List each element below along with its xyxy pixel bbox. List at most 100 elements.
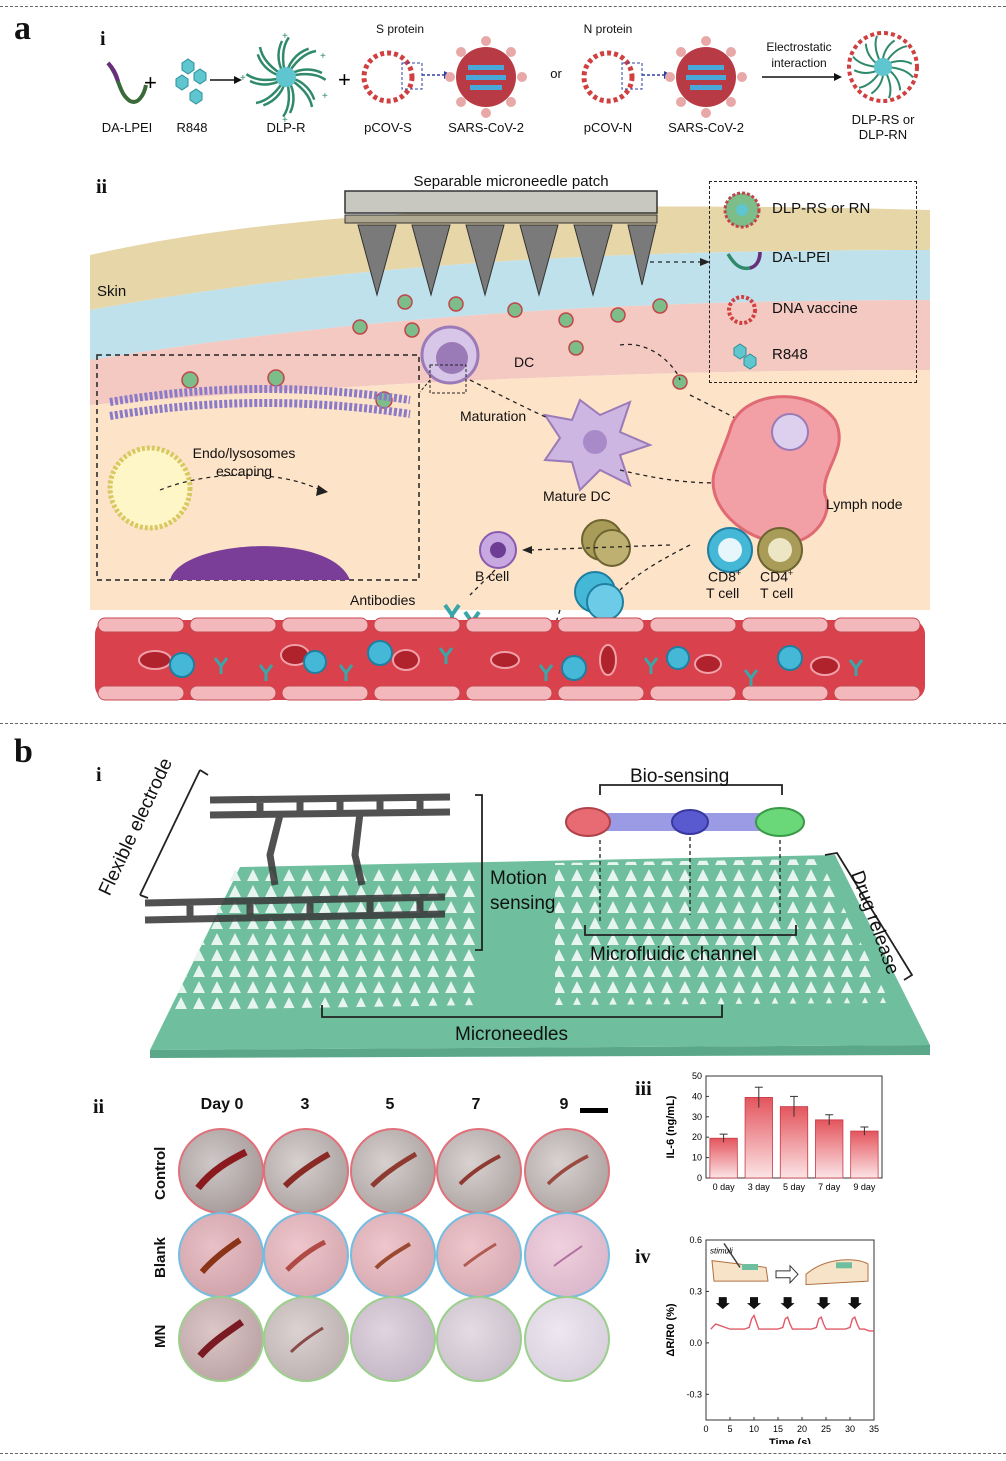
wound-photo-control-d7 (436, 1128, 522, 1214)
wound-photo-blank-d3 (263, 1212, 349, 1298)
blood-cells (138, 640, 840, 681)
wound-mark (553, 1245, 583, 1267)
wound-mark (458, 1154, 501, 1186)
x-tick-label: 30 (845, 1424, 855, 1434)
row-label-blank: Blank (152, 1237, 169, 1278)
stimulus-arrow (715, 1297, 730, 1310)
green-reservoir (755, 807, 805, 837)
x-tick-label: 5 (727, 1424, 732, 1434)
nucleus-shape (170, 546, 350, 580)
day-label-7: 7 (471, 1096, 481, 1113)
wound-mark (374, 1242, 412, 1270)
x-tick-label: 0 (703, 1424, 708, 1434)
patch-on-hand-before (742, 1264, 758, 1270)
label-cd4-t-cell: T cell (760, 585, 794, 601)
sars-cov-2-virus-icon-1 (445, 36, 527, 118)
label-or: or (550, 66, 562, 81)
label-endo-1: Endo/lysosomes (192, 445, 296, 461)
x-axis-label: Time (s) (769, 1437, 811, 1444)
red-reservoir (565, 807, 611, 837)
microneedle-field-right (555, 859, 890, 1005)
wound-photo-mn-d9 (524, 1296, 610, 1382)
dna-ring-icon (727, 295, 757, 325)
label-cd8-sup: + (736, 568, 742, 578)
label-cd4-text: CD4 (760, 568, 789, 585)
label-bio-sensing: Bio-sensing (630, 766, 730, 787)
x-tick-label: 25 (821, 1424, 831, 1434)
wound-mark (199, 1237, 242, 1274)
label-dlp-rs-or: DLP-RS or (851, 112, 915, 127)
bar (744, 1097, 773, 1179)
label-electrostatic: Electrostatic (766, 40, 832, 54)
chart-iv-frame (705, 1239, 875, 1421)
y-tick-label: 20 (692, 1132, 702, 1142)
label-sensing: sensing (490, 893, 556, 914)
label-motion: Motion (490, 868, 548, 889)
wound-mark (195, 1148, 248, 1191)
stimulus-arrow (780, 1297, 795, 1310)
dlp-rs-particle-icon (847, 30, 919, 104)
wound-mark (463, 1242, 497, 1268)
dlp-particle-icon (723, 191, 761, 229)
y-tick-label: 0 (697, 1173, 702, 1183)
row-label-mn: MN (152, 1324, 169, 1348)
panel-a-letter: a (14, 10, 31, 47)
label-dlp-r: DLP-R (266, 120, 306, 135)
legend-icons (723, 191, 762, 370)
bar (850, 1130, 879, 1179)
panel-b-i-label: i (96, 764, 102, 786)
label-interaction: interaction (771, 56, 827, 70)
wound-photo-control-d3 (263, 1128, 349, 1214)
wound-photo-mn-d7 (436, 1296, 522, 1382)
day-label-5: 5 (385, 1096, 395, 1113)
transition-arrow (775, 1264, 799, 1285)
label-cd8-t-cell: T cell (706, 585, 740, 601)
label-cd4-sup: + (788, 568, 794, 578)
panel-a-i-label: i (100, 28, 106, 50)
legend-label-r848: R848 (772, 346, 808, 363)
pcov-s-plasmid-icon (361, 50, 423, 104)
y-tick-label: 0.0 (689, 1338, 702, 1348)
microneedle-array (357, 224, 657, 297)
wound-photo-blank-d5 (350, 1212, 436, 1298)
bar (815, 1119, 844, 1179)
y-tick-label: 40 (692, 1091, 702, 1101)
svg-text:+: + (282, 31, 288, 42)
label-da-lpei: DA-LPEI (101, 120, 153, 135)
panel-b-iv-label: iv (635, 1246, 651, 1268)
legend-box: DLP-RS or RN DA-LPEI DNA vaccine R848 (709, 181, 917, 383)
x-tick-label: 10 (749, 1424, 759, 1434)
vessel-wall-segments (97, 617, 921, 701)
label-pcov-s: pCOV-S (364, 120, 412, 135)
label-antibodies: Antibodies (350, 592, 416, 608)
bottom-separator (0, 1453, 1006, 1454)
r848-molecule-icon (733, 343, 757, 370)
wound-photo-control-d9 (524, 1128, 610, 1214)
wound-mark (285, 1239, 327, 1272)
bar (709, 1137, 738, 1179)
label-sars-cov-2-1: SARS-CoV-2 (448, 120, 524, 135)
microneedle-field-left (170, 865, 480, 1010)
x-tick-label: 0 day (713, 1182, 736, 1192)
label-skin: Skin (97, 283, 127, 300)
r848-cluster-icon (175, 58, 207, 105)
endosome-inset-box (96, 354, 420, 581)
plus-sign-1: + (144, 70, 157, 95)
svg-text:+: + (282, 115, 288, 126)
wound-photo-mn-d5 (350, 1296, 436, 1382)
bio-sensing-channel (565, 807, 805, 837)
day-label-9: 9 (559, 1096, 569, 1113)
label-microneedles: Microneedles (455, 1024, 568, 1045)
label-lymph-node: Lymph node (826, 496, 903, 512)
skin-surface-layer (90, 206, 930, 310)
legend-label-dlp: DLP-RS or RN (772, 200, 871, 217)
wound-photo-blank-d0 (178, 1212, 264, 1298)
patch-on-hand-after (836, 1262, 852, 1269)
y-axis-label: IL-6 (ng/mL) (665, 1095, 677, 1158)
label-n-protein: N protein (583, 22, 633, 36)
y-tick-label: -0.3 (686, 1389, 702, 1399)
label-dc: DC (514, 354, 535, 370)
stimulus-arrow (847, 1297, 862, 1310)
dlp-r-particle-icon: + + + + + (240, 31, 332, 126)
